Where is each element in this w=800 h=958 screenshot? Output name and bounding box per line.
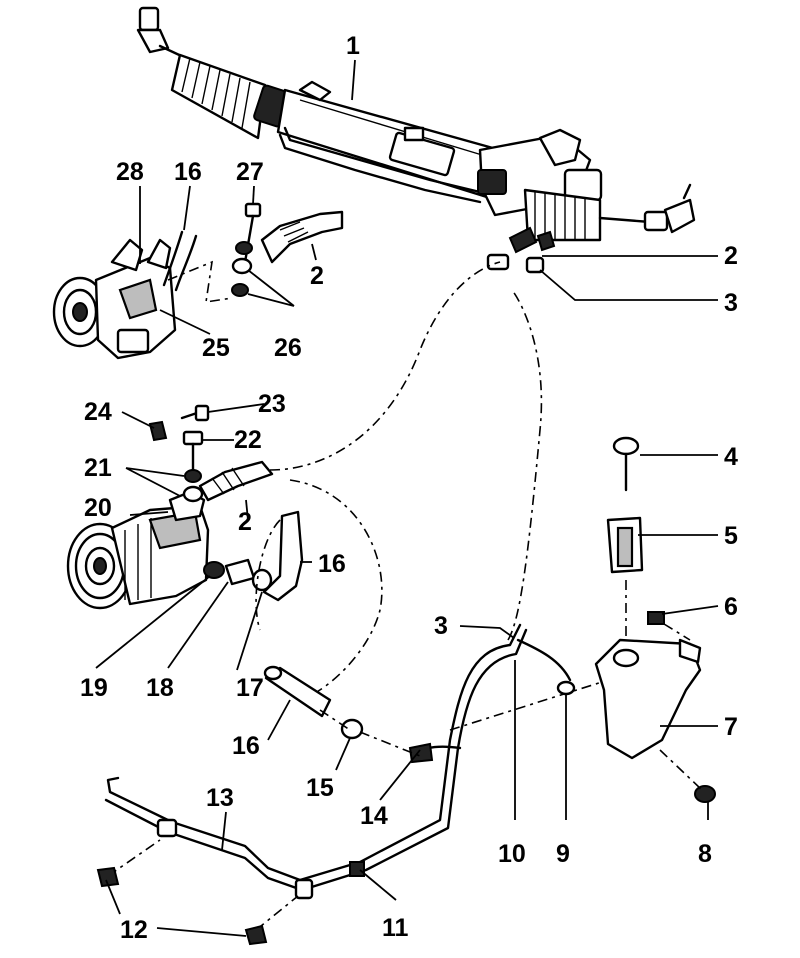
callout-18: 18 <box>146 674 174 702</box>
callout-19: 19 <box>80 674 108 702</box>
callout-1: 1 <box>346 32 360 60</box>
callout-28: 28 <box>116 158 144 186</box>
callout-27: 27 <box>236 158 264 186</box>
callout-12: 12 <box>120 916 148 944</box>
callout-22: 22 <box>234 426 262 454</box>
callout-16c: 16 <box>232 732 260 760</box>
steering-rack <box>136 6 696 274</box>
callout-labels: 1 2 3 4 5 6 7 8 9 10 11 12 13 14 15 16 1… <box>80 32 738 944</box>
reservoir <box>594 436 716 803</box>
return-lines <box>96 289 641 946</box>
callout-10: 10 <box>498 840 526 868</box>
callout-26: 26 <box>274 334 302 362</box>
callout-16b: 16 <box>318 550 346 578</box>
callout-23: 23 <box>258 390 286 418</box>
pump-assembly-top <box>52 202 344 360</box>
callout-8: 8 <box>698 840 712 868</box>
callout-24: 24 <box>84 398 112 426</box>
callout-3: 3 <box>724 289 738 317</box>
pump-assembly-main <box>66 261 501 701</box>
callout-2b: 2 <box>310 262 324 290</box>
callout-7: 7 <box>724 713 738 741</box>
callout-5: 5 <box>724 522 738 550</box>
hose-16-lower <box>263 665 332 718</box>
callout-17: 17 <box>236 674 264 702</box>
callout-2c: 2 <box>238 508 252 536</box>
callout-4: 4 <box>724 443 738 471</box>
leader-lines <box>95 59 719 937</box>
callout-6: 6 <box>724 593 738 621</box>
callout-20: 20 <box>84 494 112 522</box>
callout-2: 2 <box>724 242 738 270</box>
callout-13: 13 <box>206 784 234 812</box>
callout-16a: 16 <box>174 158 202 186</box>
callout-14: 14 <box>360 802 388 830</box>
callout-25: 25 <box>202 334 230 362</box>
callout-9: 9 <box>556 840 570 868</box>
callout-21: 21 <box>84 454 112 482</box>
callout-11: 11 <box>382 914 409 942</box>
clamp-15 <box>340 718 364 740</box>
callout-15: 15 <box>306 774 334 802</box>
callout-3b: 3 <box>434 612 448 640</box>
